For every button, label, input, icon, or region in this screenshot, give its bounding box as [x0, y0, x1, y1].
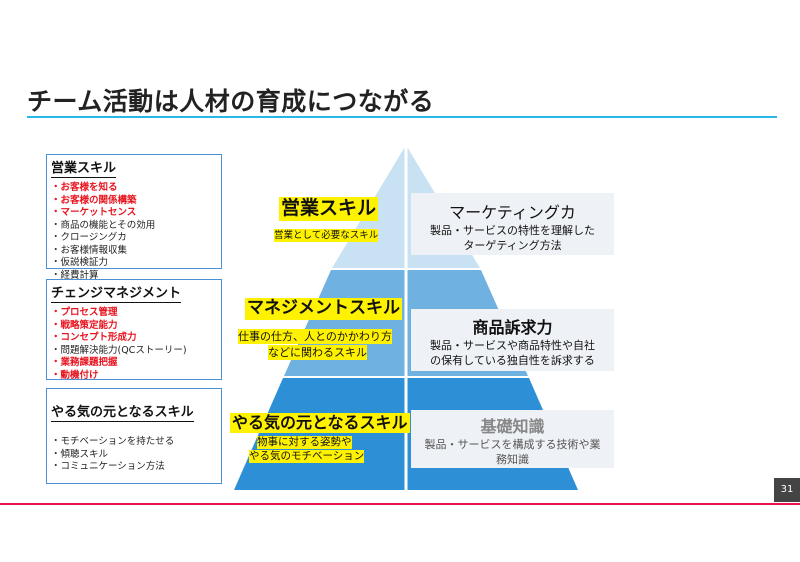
basic-knowledge-panel: 基礎知識 製品・サービスを構成する技術や業 務知識	[411, 410, 614, 468]
skill-item: ・お客様の関係構築	[51, 194, 137, 206]
skill-item: ・プロセス管理	[51, 307, 118, 318]
skill-item: ・商品の機能とその効用	[51, 219, 156, 231]
basic-knowledge-desc-line2: 務知識	[496, 453, 529, 466]
marketing-desc-line2: ターゲティング方法	[463, 239, 562, 252]
tier-bottom-label: やる気の元となるスキル	[230, 413, 410, 434]
skill-item: ・問題解決能力(QCストーリー)	[51, 344, 187, 356]
motivation-skill-box: やる気の元となるスキル ・モチベーションを持たせる・傾聴スキル・コミュニケーショ…	[46, 388, 222, 484]
marketing-title: マーケティングカ	[449, 203, 576, 222]
footer-rule	[0, 503, 800, 505]
tier-middle-sub2: などに関わるスキル	[268, 345, 367, 360]
skill-item: ・仮説検証力	[51, 257, 109, 268]
tier-top-label: 営業スキル	[279, 197, 379, 221]
appeal-desc-line1: 製品・サービスや商品特性や自社	[430, 339, 595, 352]
skill-item: ・業務課題把握	[51, 357, 118, 368]
skill-item: ・クロージングカ	[51, 232, 127, 243]
skill-item: ・コンセプト形成力	[51, 332, 137, 343]
skill-item: ・お客様情報収集	[51, 244, 128, 256]
sales-skill-heading: 営業スキル	[51, 157, 117, 178]
appeal-panel: 商品訴求力 製品・サービスや商品特性や自社 の保有している独自性を訴求する	[411, 309, 614, 371]
page-number: 31	[774, 478, 800, 502]
change-management-box: チェンジマネジメント ・プロセス管理・戦略策定能力・コンセプト形成力・問題解決能…	[46, 279, 222, 382]
change-management-heading: チェンジマネジメント	[51, 282, 182, 303]
basic-knowledge-title: 基礎知識	[480, 417, 545, 436]
sales-skill-box: 営業スキル ・お客様を知る・お客様の関係構築・マーケットセンス・商品の機能とその…	[46, 154, 222, 281]
skill-item: ・お客様を知る	[51, 182, 118, 193]
tier-top-sub: 営業として必要なスキル	[274, 229, 379, 242]
skill-item: ・モチベーションを持たせる	[51, 436, 175, 447]
basic-knowledge-desc-line1: 製品・サービスを構成する技術や業	[424, 438, 601, 451]
tier-bottom-sub2: やる気のモチベーション	[249, 450, 365, 463]
tier-bottom-sub1: 物事に対する姿勢や	[257, 436, 352, 449]
skill-item: ・戦略策定能力	[51, 319, 118, 331]
motivation-skill-list: ・モチベーションを持たせる・傾聴スキル・コミュニケーション方法	[47, 436, 221, 474]
appeal-title: 商品訴求力	[472, 318, 553, 337]
title-rule	[27, 116, 777, 118]
skill-item: ・動機付け	[51, 369, 99, 381]
skill-item: ・コミュニケーション方法	[51, 461, 165, 472]
skill-item: ・傾聴スキル	[51, 448, 109, 460]
skill-item: ・経費計算	[51, 269, 99, 281]
slide-title: チーム活動は人材の育成につながる	[27, 87, 435, 116]
sales-skill-list: ・お客様を知る・お客様の関係構築・マーケットセンス・商品の機能とその効用・クロー…	[47, 182, 221, 282]
appeal-desc-line2: の保有している独自性を訴求する	[430, 354, 595, 367]
skill-item: ・マーケットセンス	[51, 207, 137, 218]
change-management-list: ・プロセス管理・戦略策定能力・コンセプト形成力・問題解決能力(QCストーリー)・…	[47, 307, 221, 382]
motivation-skill-heading: やる気の元となるスキル	[51, 401, 194, 422]
marketing-desc-line1: 製品・サービスの特性を理解した	[430, 224, 595, 237]
marketing-panel: マーケティングカ 製品・サービスの特性を理解した ターゲティング方法	[411, 193, 614, 255]
tier-middle-sub1: 仕事の仕方、人とのかかわり方	[238, 329, 392, 344]
tier-middle-label: マネジメントスキル	[245, 298, 402, 320]
